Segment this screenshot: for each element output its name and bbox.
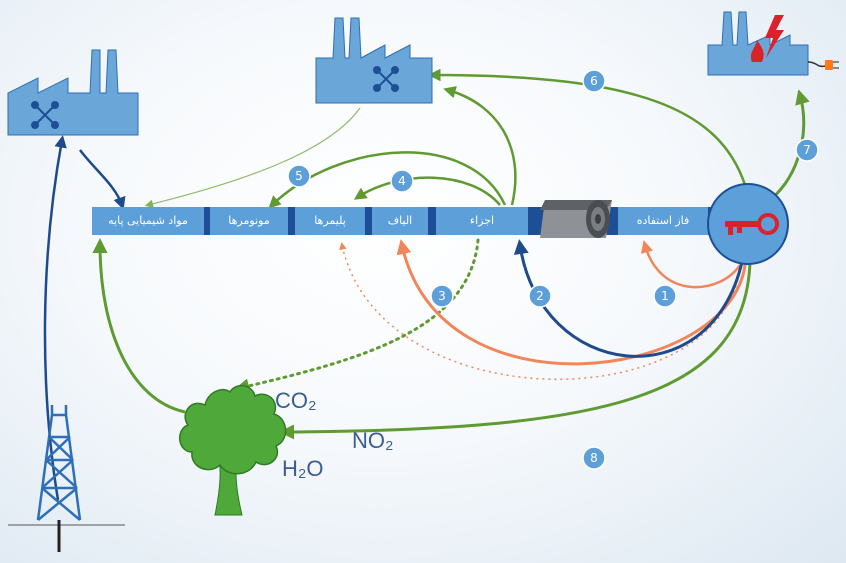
stage-label-polymers: پلیمرها — [314, 214, 346, 227]
flame-icon — [750, 40, 764, 62]
molecule-icon — [31, 101, 59, 129]
svg-text:1: 1 — [661, 289, 669, 303]
stage-base-chemicals — [92, 207, 204, 235]
stage-label-fibres: الیاف — [387, 214, 413, 227]
molecule-icon — [373, 66, 399, 92]
chemical-factory-icon — [7, 49, 139, 136]
svg-text:2: 2 — [536, 289, 544, 303]
stage-polymers — [295, 207, 365, 235]
arrow-2 — [513, 239, 744, 358]
power-plant-icon — [707, 11, 839, 76]
stage-label-use-phase: فاز استفاده — [636, 214, 690, 227]
badge-3: 3 — [430, 284, 454, 308]
arrow-4 — [353, 176, 501, 206]
stage-label-components: اجزاء — [469, 214, 495, 227]
arrow-factory-to-chemicals — [79, 149, 126, 210]
svg-text:4: 4 — [398, 174, 406, 188]
badge-7: 7 — [795, 138, 819, 162]
plug-icon — [807, 60, 839, 70]
arrow-center-factory-to-chemicals — [144, 107, 361, 208]
svg-text:3: 3 — [438, 289, 446, 303]
key-icon — [725, 213, 779, 235]
arrow-components-to-factory — [443, 86, 517, 206]
formula-no2: NO₂ — [352, 428, 394, 453]
svg-text:7: 7 — [803, 143, 811, 157]
badge-5: 5 — [287, 164, 311, 188]
svg-text:6: 6 — [590, 74, 598, 88]
svg-text:8: 8 — [590, 451, 598, 465]
stage-label-monomers: مونومرها — [228, 214, 270, 227]
fabric-roll-icon — [540, 200, 612, 238]
stage-use-phase — [618, 207, 708, 235]
badge-8: 8 — [582, 446, 606, 470]
arrow-8 — [279, 261, 752, 440]
badge-4: 4 — [390, 169, 414, 193]
arrow-key-to-polymers — [339, 242, 741, 380]
stage-label-base-chemicals: مواد شیمیایی پایه — [108, 214, 188, 227]
stage-components — [436, 207, 528, 235]
badge-2: 2 — [528, 284, 552, 308]
svg-text:5: 5 — [295, 169, 303, 183]
arrow-3 — [234, 238, 480, 394]
oil-rig-icon — [36, 405, 82, 552]
formula-h2o: H₂O — [282, 456, 324, 481]
arrow-1 — [640, 240, 742, 289]
chemical-factory-icon — [315, 17, 433, 104]
formula-co2: CO₂ — [275, 388, 317, 413]
stage-monomers — [210, 207, 288, 235]
process-bar — [92, 207, 732, 235]
badge-1: 1 — [653, 284, 677, 308]
arrow-tree-to-chemicals — [92, 238, 186, 414]
arrow-6 — [428, 68, 747, 186]
stage-fibres — [372, 207, 428, 235]
tree-icon — [179, 384, 287, 516]
lightning-icon — [765, 15, 784, 58]
arrow-key-to-fibres — [396, 239, 747, 366]
badge-6: 6 — [582, 69, 606, 93]
key-circle — [707, 183, 789, 265]
